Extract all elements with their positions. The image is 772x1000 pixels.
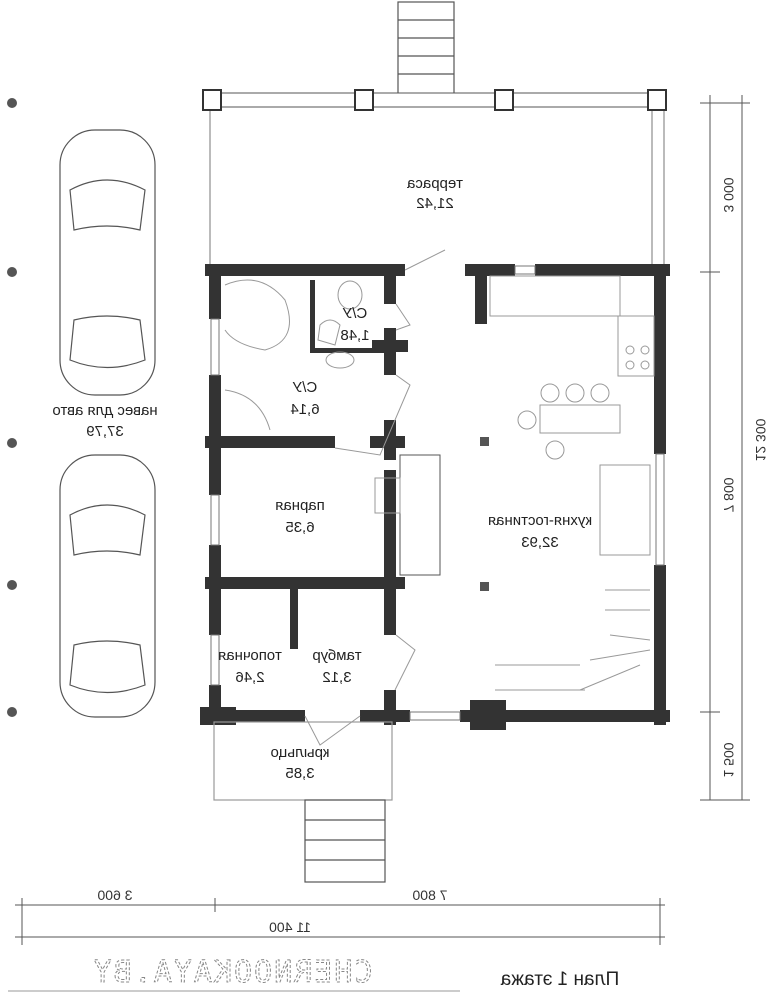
- dim-right-top: 3 000: [721, 177, 737, 212]
- room-labels: терраса 21,42 навес для авто 37,79 С/У 1…: [52, 175, 592, 782]
- kitchen-living-area: 32,93: [521, 534, 559, 551]
- windows: [210, 265, 665, 721]
- car-icon: [59, 454, 156, 718]
- porch-area: 3,85: [285, 765, 314, 782]
- wc-large-name: С/У: [292, 379, 317, 396]
- boiler-area: 2,46: [235, 669, 264, 686]
- terrace-name: терраса: [406, 175, 463, 192]
- plan-title: План 1 этажа: [500, 969, 619, 990]
- kitchen-living-name: кухня-гостиная: [488, 512, 592, 529]
- dim-bottom-left: 3 600: [97, 887, 132, 903]
- fixtures: [224, 275, 655, 691]
- watermark: CHERNOOKAYA.BY: [92, 955, 373, 990]
- vestibule-name: тамбур: [312, 647, 361, 664]
- dim-right-middle: 7 800: [721, 477, 737, 512]
- wc-small-name: С/У: [342, 305, 367, 322]
- dimension-labels: 3 000 7 800 1 500 12 300 3 600 7 800 11 …: [97, 177, 769, 935]
- car-icon: [59, 129, 156, 396]
- walls: [200, 264, 670, 730]
- dim-bottom-total: 11 400: [269, 919, 311, 935]
- terrace-railing: [202, 89, 667, 268]
- porch: [213, 721, 393, 883]
- sauna-name: парная: [275, 497, 325, 514]
- dimension-lines: [15, 95, 750, 945]
- sauna-area: 6,35: [285, 519, 314, 536]
- axis-markers: [7, 98, 17, 717]
- column-marker: [480, 437, 489, 446]
- dim-bottom-right: 7 800: [412, 887, 447, 903]
- terrace-area: 21,42: [416, 195, 454, 212]
- wc-large-area: 6,14: [290, 401, 319, 418]
- dim-right-bottom: 1 500: [721, 742, 737, 777]
- porch-name: крыльцо: [270, 744, 329, 761]
- vestibule-area: 3,12: [322, 669, 351, 686]
- dim-right-total: 12 300: [753, 418, 769, 461]
- wc-small-area: 1,48: [340, 327, 369, 344]
- doors: [304, 249, 446, 746]
- carport-area: 37,79: [86, 423, 124, 440]
- column-marker: [480, 582, 489, 591]
- terrace-stairs: [397, 1, 455, 95]
- boiler-name: топочная: [218, 647, 282, 664]
- carport-name: навес для авто: [52, 402, 157, 419]
